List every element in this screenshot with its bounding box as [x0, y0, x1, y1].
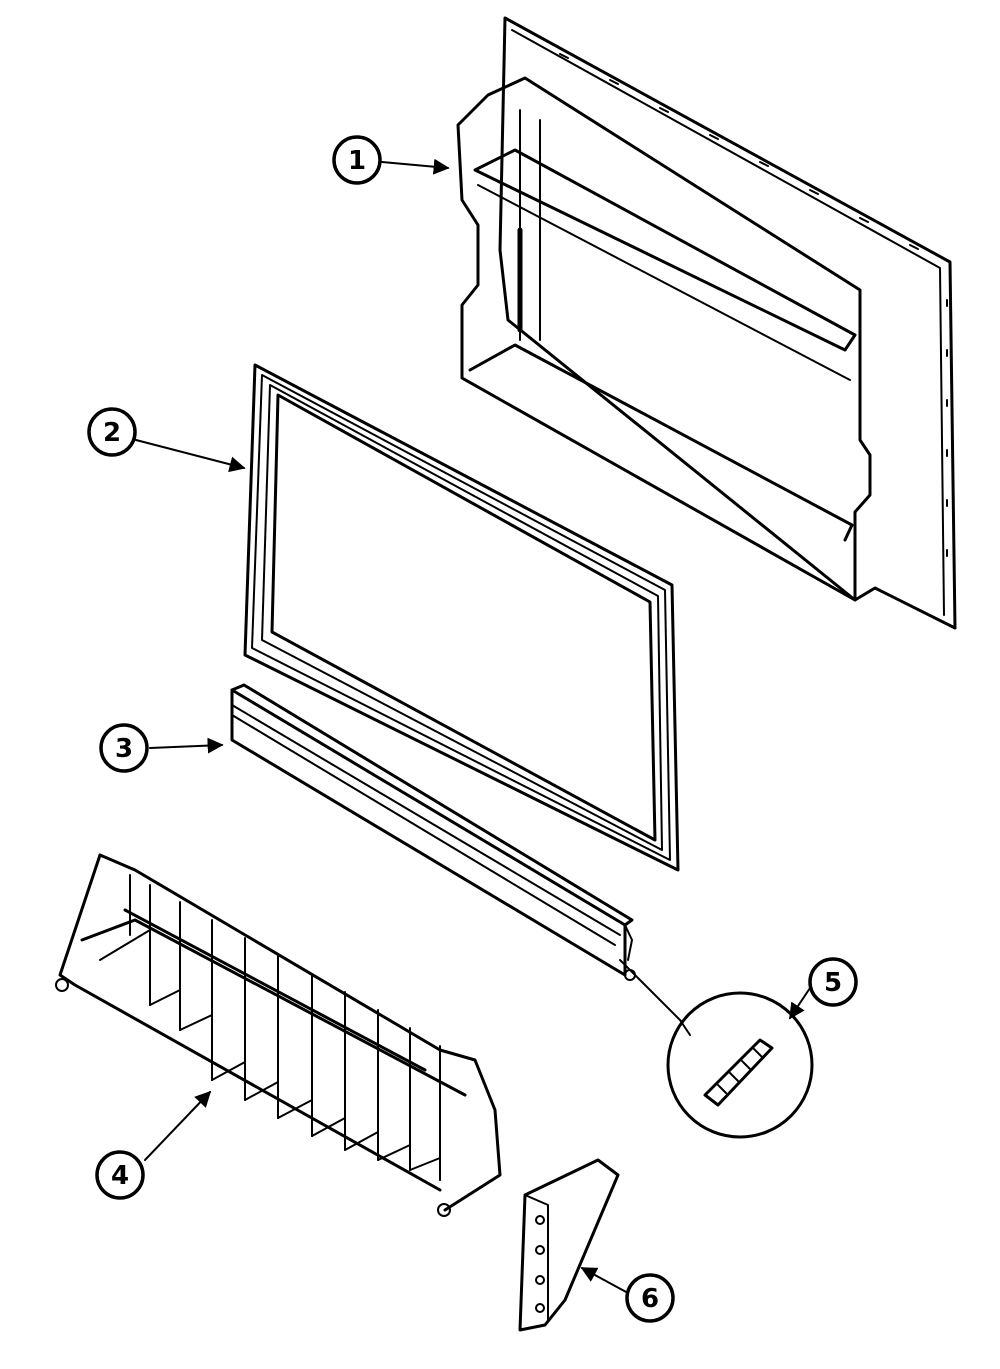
callout-6: 6 — [625, 1273, 675, 1323]
callout-2: 2 — [87, 407, 137, 457]
callout-2-label: 2 — [103, 418, 121, 448]
callout-3-label: 3 — [115, 734, 133, 764]
door-gasket — [243, 363, 680, 872]
callout-5-label: 5 — [824, 968, 842, 998]
callout-6-label: 6 — [641, 1284, 659, 1314]
wire-door-shelf — [55, 853, 502, 1217]
callout-1: 1 — [332, 135, 382, 185]
callout-4-label: 4 — [111, 1161, 129, 1191]
callout-1-label: 1 — [348, 146, 366, 176]
door-liner — [456, 16, 957, 630]
callout-leaders — [135, 158, 813, 1294]
callout-3: 3 — [99, 723, 149, 773]
shelf-bracket — [518, 1158, 620, 1332]
callout-5: 5 — [808, 957, 858, 1007]
shelf-clip — [619, 959, 814, 1139]
callout-4: 4 — [95, 1150, 145, 1200]
